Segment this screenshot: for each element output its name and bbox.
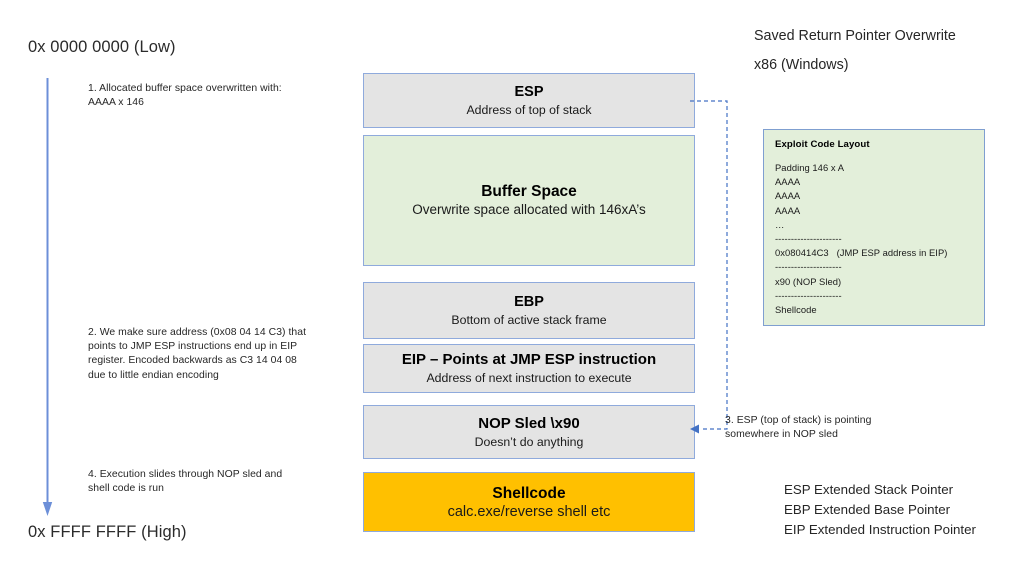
stack-box-eip: EIP – Points at JMP ESP instruction Addr… [363,344,695,393]
register-legend-ebp: EBP Extended Base Pointer [784,502,951,517]
exploit-code-line: 0x080414C3 (JMP ESP address in EIP) [775,247,948,259]
exploit-code-line: Padding 146 x A [775,162,845,173]
annotation-step-1: 1. Allocated buffer space overwritten wi… [88,83,282,109]
stack-box-ebp: EBP Bottom of active stack frame [363,282,695,339]
slide-title: Saved Return Pointer Overwrite x86 (Wind… [754,22,1016,80]
exploit-code-line: --------------------- [775,261,842,273]
memory-direction-arrow-icon [42,78,53,516]
stack-box-esp-subtitle: Address of top of stack [466,103,592,117]
stack-box-nop-sled-subtitle: Doesn’t do anything [474,434,584,449]
register-legend-esp: ESP Extended Stack Pointer [784,482,954,497]
stack-box-ebp-subtitle: Bottom of active stack frame [451,313,607,327]
slide-title-line-1: Saved Return Pointer Overwrite [754,28,956,44]
exploit-code-line: AAAA [775,176,801,188]
stack-box-eip-subtitle: Address of next instruction to execute [426,371,632,385]
stack-box-esp: ESP Address of top of stack [363,73,695,128]
annotation-step-4: 4. Execution slides through NOP sled and… [88,469,283,495]
stack-box-buffer-space-title: Buffer Space [481,183,577,200]
exploit-code-line: x90 (NOP Sled) [775,275,842,287]
low-memory-address-label: 0x 0000 0000 (Low) [28,38,176,56]
annotation-step-3: 3. ESP (top of stack) is pointing somewh… [725,415,872,441]
high-memory-address-label: 0x FFFF FFFF (High) [28,523,187,541]
stack-box-buffer-space-subtitle: Overwrite space allocated with 146xA’s [412,202,646,217]
stack-box-nop-sled-title: NOP Sled \x90 [478,414,580,432]
stack-box-ebp-title: EBP [514,294,544,310]
register-legend: ESP Extended Stack Pointer EBP Extended … [784,480,976,540]
annotation-step-2: 2. We make sure address (0x08 04 14 C3) … [88,327,307,381]
exploit-code-layout-heading: Exploit Code Layout [775,139,870,150]
stack-box-eip-title: EIP – Points at JMP ESP instruction [401,351,657,368]
slide-title-line-2: x86 (Windows) [754,57,849,73]
exploit-code-line: … [775,218,785,230]
exploit-code-line: AAAA [775,204,801,216]
exploit-code-line: --------------------- [775,233,842,245]
stack-box-shellcode-subtitle: calc.exe/reverse shell etc [447,503,611,520]
exploit-code-layout-panel: Exploit Code Layout Padding 146 x A AAAA… [763,129,985,326]
stack-box-shellcode: Shellcode calc.exe/reverse shell etc [363,472,695,532]
stack-box-nop-sled: NOP Sled \x90 Doesn’t do anything [363,405,695,459]
exploit-code-line: AAAA [775,190,801,202]
register-legend-eip: EIP Extended Instruction Pointer [784,522,976,537]
stack-box-shellcode-title: Shellcode [492,484,566,502]
stack-box-esp-title: ESP [514,84,544,100]
stack-box-buffer-space: Buffer Space Overwrite space allocated w… [363,135,695,266]
esp-to-nop-sled-connector-arrow [690,100,728,434]
exploit-code-line: Shellcode [775,304,817,316]
exploit-code-line: --------------------- [775,289,842,301]
